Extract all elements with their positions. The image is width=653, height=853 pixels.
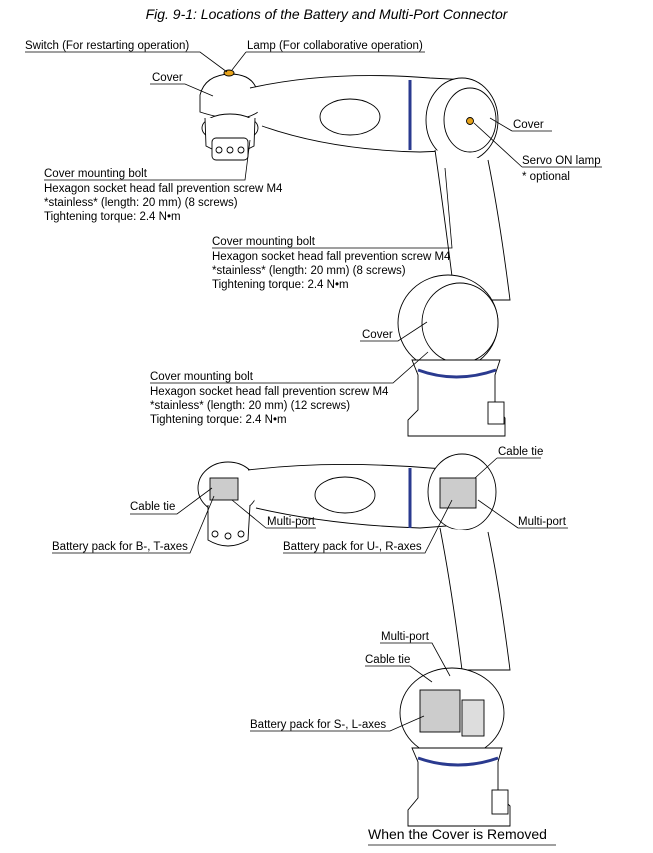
figure-title: Fig. 9-1: Locations of the Battery and M… (145, 6, 508, 22)
lamp-label: Lamp (For collaborative operation) (247, 40, 423, 52)
bolt3-line3: Tightening torque: 2.4 N•m (150, 414, 287, 426)
bolt2-line1: Hexagon socket head fall prevention scre… (212, 251, 451, 263)
bolt1-line2: *stainless* (length: 20 mm) (8 screws) (44, 197, 238, 209)
multiport-wrist-label: Multi-port (267, 516, 315, 528)
cable-tie-base-label: Cable tie (365, 654, 411, 666)
switch-label: Switch (For restarting operation) (25, 40, 190, 52)
cover-base-label: Cover (362, 329, 393, 341)
servo-lamp-icon (466, 117, 474, 125)
multiport-base-label: Multi-port (381, 631, 429, 643)
bolt1-line3: Tightening torque: 2.4 N•m (44, 211, 181, 223)
wrist-cover-top (199, 73, 259, 119)
base (407, 359, 506, 437)
bolt3-line2: *stainless* (length: 20 mm) (12 screws) (150, 400, 351, 412)
battery-sl-label: Battery pack for S-, L-axes (250, 719, 387, 731)
leader-lines (25, 51, 602, 846)
bolt2-title: Cover mounting bolt (212, 236, 315, 248)
bolt3-title: Cover mounting bolt (150, 371, 253, 383)
bolt2-line3: Tightening torque: 2.4 N•m (212, 279, 349, 291)
cover-elbow-label: Cover (513, 119, 544, 131)
optional-note: * optional (522, 171, 570, 183)
wrist-connector (211, 137, 249, 161)
bolt1-title: Cover mounting bolt (44, 168, 147, 180)
multiport-elbow-label: Multi-port (518, 516, 566, 528)
bolt2-line2: *stainless* (length: 20 mm) (8 screws) (212, 265, 406, 277)
base-blue-band (417, 368, 497, 379)
bolt1-line1: Hexagon socket head fall prevention scre… (44, 183, 283, 195)
forearm-panel (319, 98, 381, 136)
battery-bt-label: Battery pack for B-, T-axes (52, 541, 188, 553)
bolt3-line1: Hexagon socket head fall prevention scre… (150, 386, 389, 398)
cover-wrist-label: Cover (152, 72, 183, 84)
top-robot (199, 69, 511, 437)
cable-tie-elbow-label: Cable tie (498, 446, 544, 458)
footer-caption: When the Cover is Removed (368, 826, 547, 842)
servo-lamp-label: Servo ON lamp (522, 155, 601, 167)
bottom-robot (197, 453, 511, 827)
battery-ur-label: Battery pack for U-, R-axes (283, 541, 422, 553)
cable-tie-wrist-label: Cable tie (130, 501, 176, 513)
